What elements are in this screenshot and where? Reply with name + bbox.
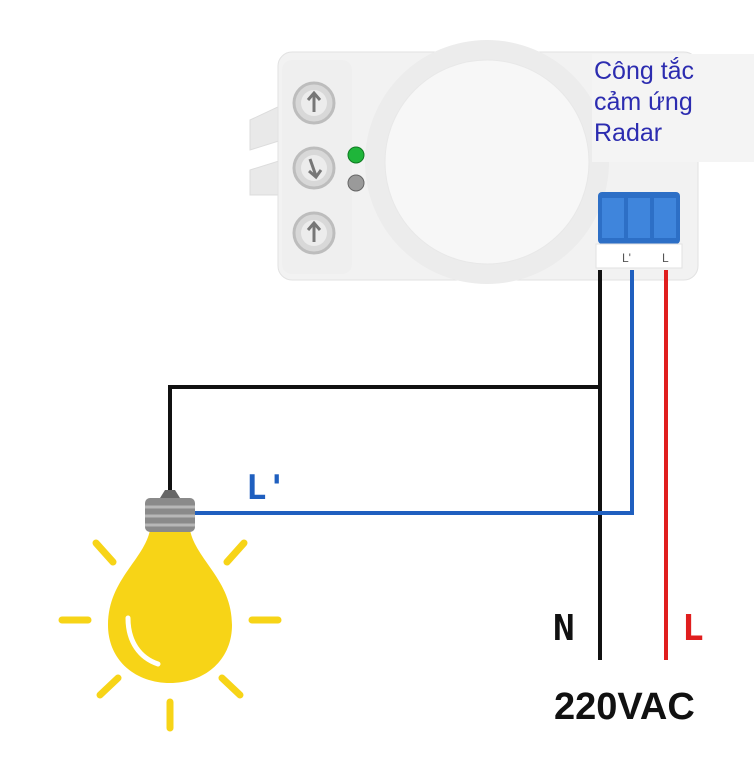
terminal-lprime-text: L' bbox=[622, 251, 631, 265]
live-label: L bbox=[682, 608, 704, 649]
neutral-label: N bbox=[553, 608, 575, 649]
light-rays-icon bbox=[58, 539, 282, 732]
radar-dome bbox=[384, 59, 590, 265]
bulb-highlight bbox=[125, 615, 161, 667]
device-caption: Công tắc cảm ứng Radar bbox=[592, 54, 754, 162]
dial-sensitivity-icon bbox=[292, 146, 336, 190]
mounting-tab-top bbox=[249, 104, 283, 151]
supply-voltage-label: 220VAC bbox=[554, 686, 695, 728]
light-sensor bbox=[347, 174, 365, 192]
mounting-tab-bottom bbox=[249, 159, 283, 196]
neutral-to-bulb-wire bbox=[168, 385, 600, 497]
lprime-wire bbox=[190, 270, 634, 515]
caption-line-3: Radar bbox=[594, 119, 663, 147]
caption-line-2: cảm ứng bbox=[594, 88, 693, 116]
caption-line-1: Công tắc bbox=[594, 57, 695, 85]
lprime-label: L' bbox=[246, 468, 287, 508]
light-bulb-icon bbox=[58, 490, 282, 732]
dial-lux-icon bbox=[292, 211, 336, 255]
terminal-label-strip bbox=[595, 243, 683, 269]
status-led bbox=[347, 146, 365, 164]
bulb-glass bbox=[108, 530, 232, 683]
dial-time-icon bbox=[292, 81, 336, 125]
terminal-l-text: L bbox=[662, 251, 669, 265]
